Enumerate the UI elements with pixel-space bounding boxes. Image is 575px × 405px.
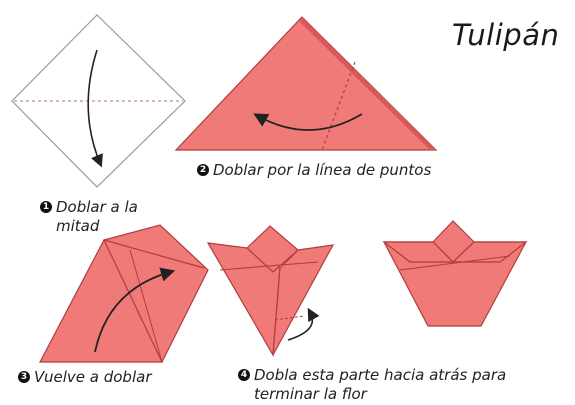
page-title: Tulipán xyxy=(452,18,560,52)
paper-flap xyxy=(103,224,209,364)
step-4-caption: 4 Dobla esta parte hacia atrás para term… xyxy=(238,366,556,404)
fold-arrow xyxy=(94,267,176,353)
fold-line-dotted xyxy=(321,61,356,151)
final-tulip-figure xyxy=(382,220,528,327)
step3-figure xyxy=(39,224,209,364)
fold-line xyxy=(103,239,205,269)
tulip-right-petal xyxy=(272,244,335,356)
step-2-caption: 2 Doblar por la línea de puntos xyxy=(197,161,517,180)
step-3-text: Vuelve a doblar xyxy=(34,368,152,386)
step-4-text: Dobla esta parte hacia atrás para termin… xyxy=(254,366,507,403)
step2-figure xyxy=(174,16,438,151)
step-3-caption: 3 Vuelve a doblar xyxy=(18,368,208,387)
step-1-caption: 1 Doblar a la mitad xyxy=(40,198,170,236)
step-1-number: 1 xyxy=(40,201,52,213)
fold-arrow xyxy=(253,113,363,131)
fold-line xyxy=(219,261,319,271)
paper-triangle-edge xyxy=(300,17,436,150)
step-2-text: Doblar por la línea de puntos xyxy=(213,161,432,179)
step-3-number: 3 xyxy=(18,371,30,383)
fold-arrow xyxy=(87,49,103,168)
step-1-text: Doblar a la mitad xyxy=(56,198,138,235)
step4-figure xyxy=(206,225,335,357)
step-4-number: 4 xyxy=(238,369,250,381)
fold-line xyxy=(399,255,511,271)
fold-line xyxy=(129,249,163,363)
step-2-number: 2 xyxy=(197,164,209,176)
fold-back-arrow xyxy=(287,307,320,341)
final-tulip-right-petal xyxy=(451,241,528,263)
step1-figure xyxy=(11,14,186,188)
